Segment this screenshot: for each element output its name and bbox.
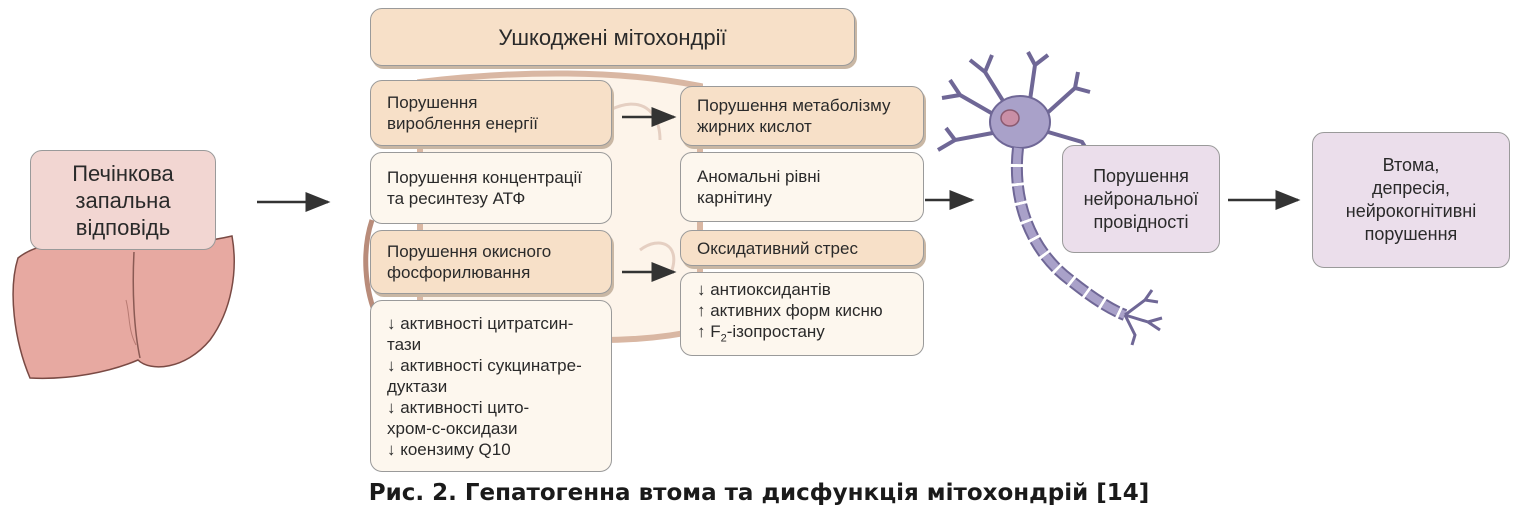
oxidative-stress-box: Оксидативний стрес bbox=[680, 230, 924, 266]
enzyme-activity-box: ↓ активності цитратсин- тази ↓ активност… bbox=[370, 300, 612, 472]
damaged-mitochondria-label: Ушкоджені мітохондрії bbox=[498, 24, 727, 50]
figure-caption: Рис. 2. Гепатогенна втома та дисфункція … bbox=[368, 480, 1150, 506]
atp-resynthesis-label: Порушення концентрації та ресинтезу АТФ bbox=[387, 168, 583, 208]
atp-resynthesis-box: Порушення концентрації та ресинтезу АТФ bbox=[370, 152, 612, 224]
fatty-acid-metabolism-box: Порушення метаболізму жирних кислот bbox=[680, 86, 924, 146]
neuron-illustration bbox=[936, 51, 1163, 346]
oxidative-markers-box: ↓ антиоксидантів ↑ активних форм кисню ↑… bbox=[680, 272, 924, 356]
oxidative-phosphorylation-box: Порушення окисного фосфорилювання bbox=[370, 230, 612, 294]
neuronal-conduction-label: Порушення нейрональної провідності bbox=[1083, 165, 1199, 232]
oxidative-stress-label: Оксидативний стрес bbox=[697, 238, 858, 258]
carnitine-levels-box: Аномальні рівні карнітину bbox=[680, 152, 924, 222]
oxidative-phosphorylation-label: Порушення окисного фосфорилювання bbox=[387, 242, 552, 282]
liver-inflammatory-response-label: Печінкова запальна відповідь bbox=[72, 160, 174, 240]
liver-illustration bbox=[12, 235, 235, 380]
outcome-box: Втома, депресія, нейрокогнітивні порушен… bbox=[1312, 132, 1510, 268]
neuronal-conduction-box: Порушення нейрональної провідності bbox=[1062, 145, 1220, 253]
liver-inflammatory-response-box: Печінкова запальна відповідь bbox=[30, 150, 216, 250]
reactive-oxygen-line: ↑ активних форм кисню bbox=[697, 300, 883, 320]
damaged-mitochondria-title: Ушкоджені мітохондрії bbox=[370, 8, 855, 66]
outcome-label: Втома, депресія, нейрокогнітивні порушен… bbox=[1345, 155, 1477, 244]
energy-production-label: Порушення вироблення енергії bbox=[387, 93, 538, 133]
isoprostane-line: ↑ F2-ізопростану bbox=[697, 321, 825, 345]
carnitine-levels-label: Аномальні рівні карнітину bbox=[697, 167, 821, 207]
fatty-acid-metabolism-label: Порушення метаболізму жирних кислот bbox=[697, 96, 891, 136]
enzyme-activity-label: ↓ активності цитратсин- тази ↓ активност… bbox=[387, 314, 582, 459]
energy-production-box: Порушення вироблення енергії bbox=[370, 80, 612, 146]
antioxidants-line: ↓ антиоксидантів bbox=[697, 279, 831, 299]
